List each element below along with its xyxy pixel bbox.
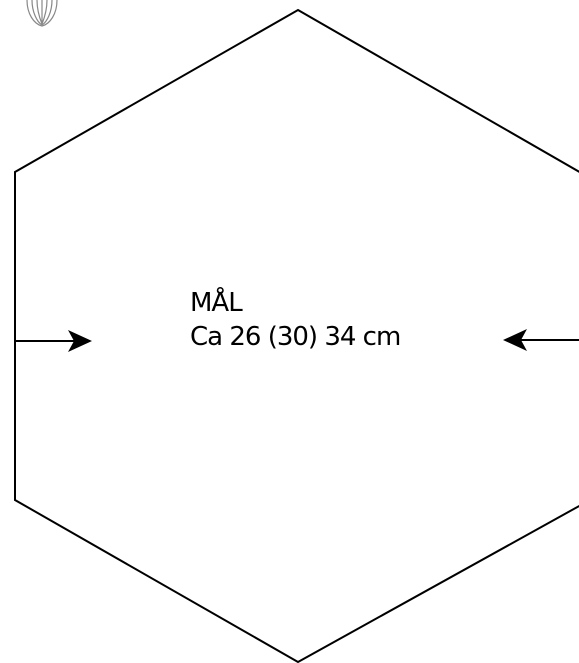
measurement-value: Ca 26 (30) 34 cm [190,322,401,352]
measurement-heading: MÅL [190,288,243,318]
leaf-logo-icon [26,0,58,27]
arrow-right-icon [15,330,92,352]
measurement-label: MÅL Ca 26 (30) 34 cm [190,286,401,354]
hexagon-outline [14,8,579,663]
arrow-left-icon [503,329,579,351]
